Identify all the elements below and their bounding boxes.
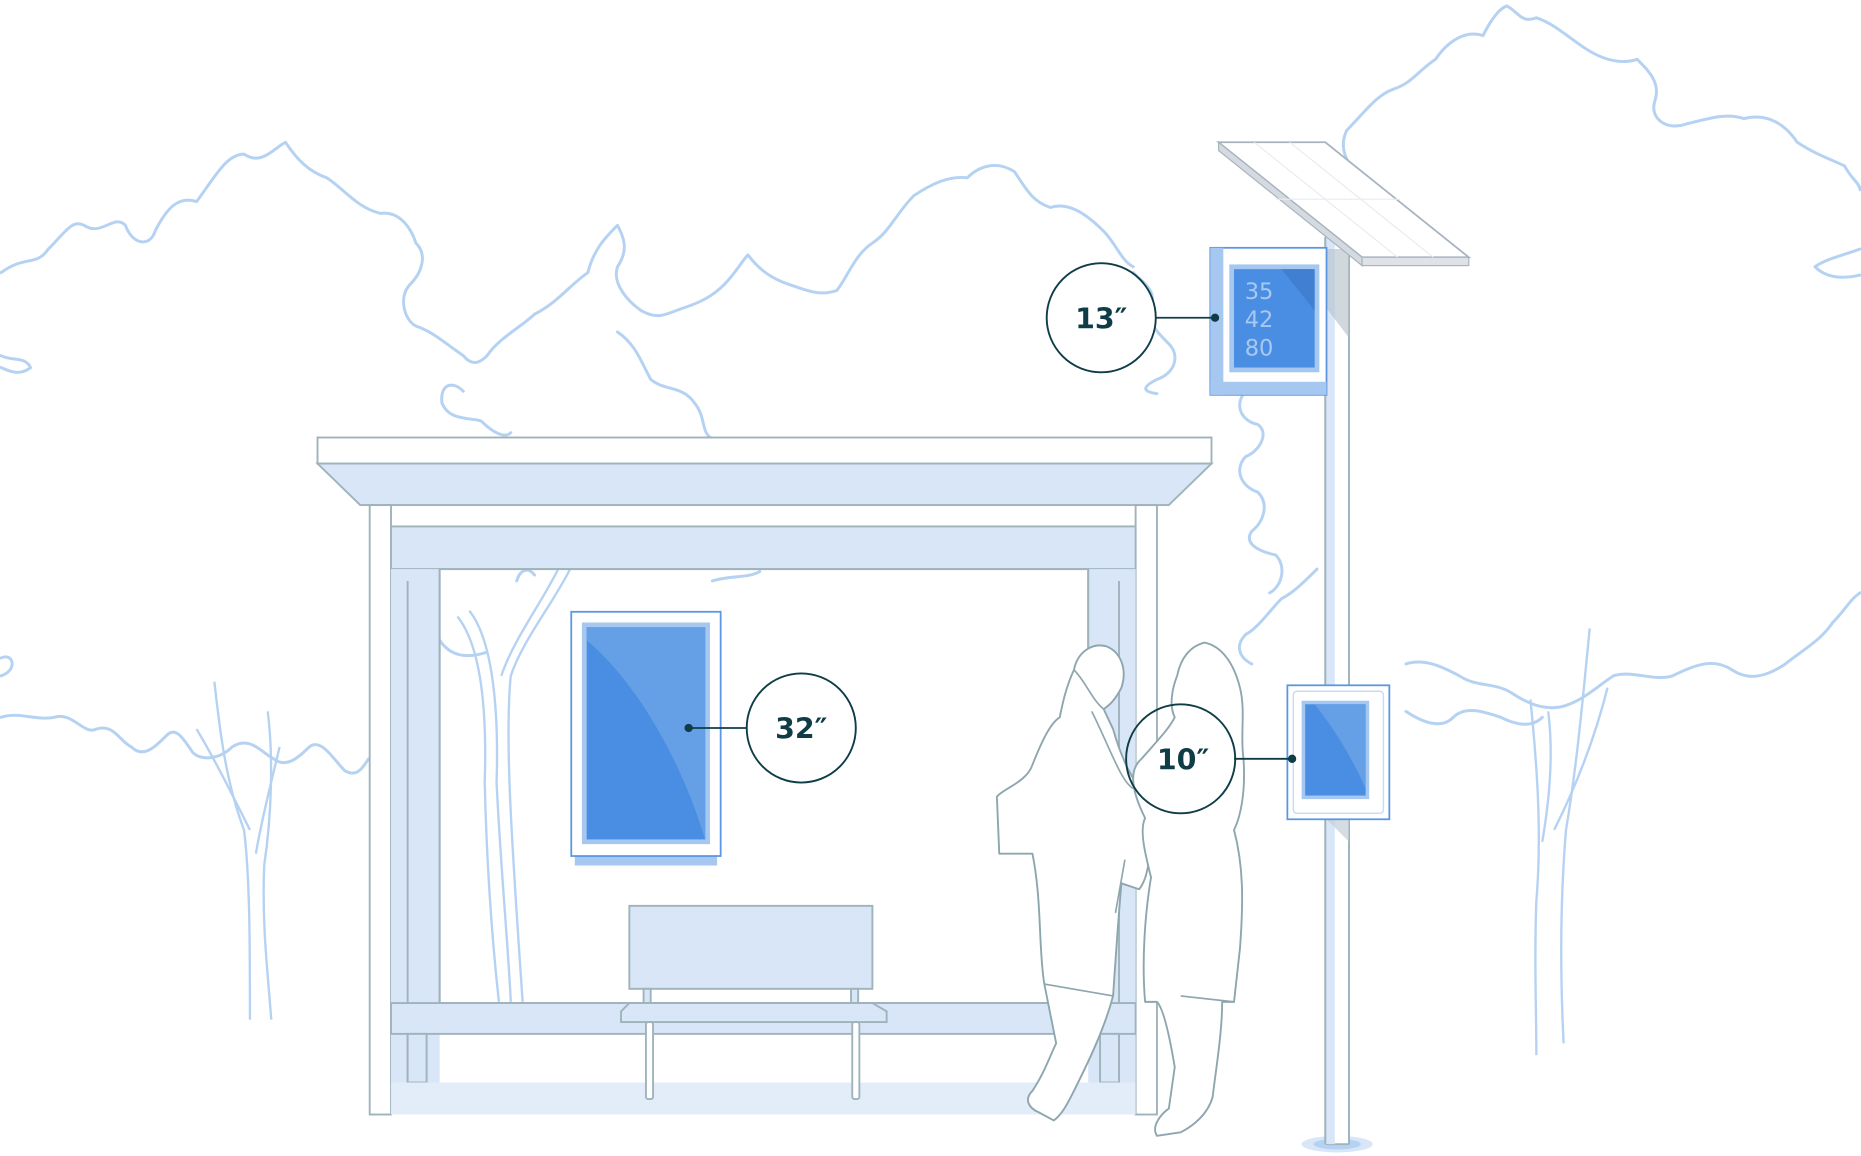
solar-panel [1216,141,1472,267]
tree-behind-shelter [438,568,762,1002]
shelter-display-32in [570,610,722,866]
route-number-2: 42 [1245,307,1274,333]
callout-10in: 10″ [1125,703,1297,815]
bench [620,904,888,1101]
people-silhouettes [995,641,1245,1137]
pole-top-display-13in: 35 42 80 [1209,246,1328,396]
callout-13in: 13″ [1045,262,1220,374]
size-label-13: 13″ [1075,302,1128,335]
pole-lower-display-10in [1286,684,1391,821]
route-number-1: 35 [1245,279,1274,305]
route-number-3: 80 [1245,336,1274,362]
size-label-32: 32″ [775,713,828,746]
size-label-10: 10″ [1157,743,1210,776]
callout-32in: 32″ [684,672,857,784]
